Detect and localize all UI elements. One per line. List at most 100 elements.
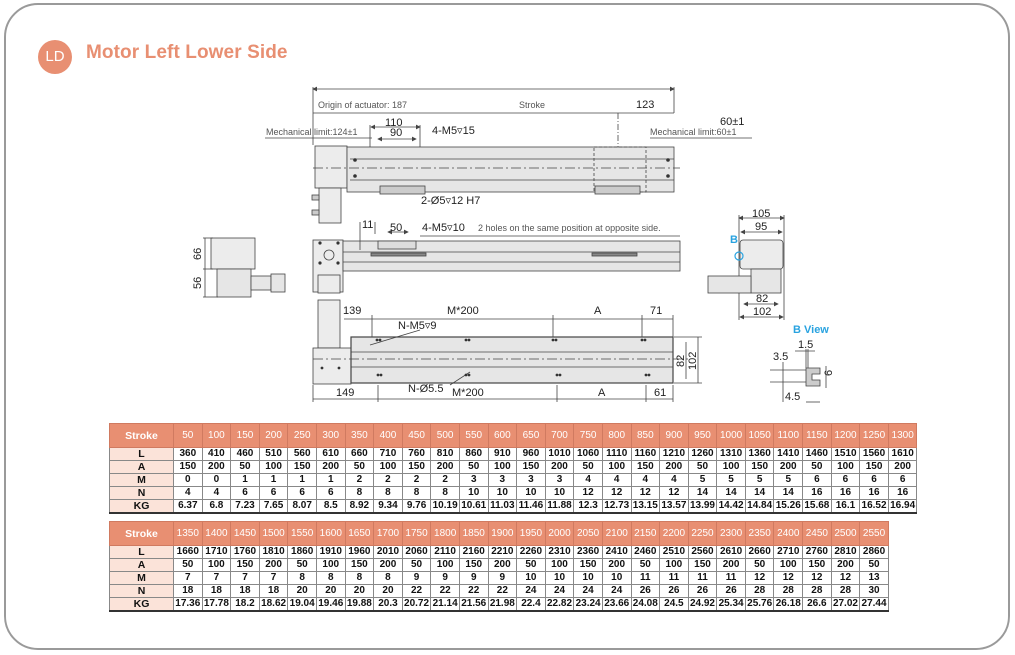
table-cell: 16	[887, 486, 918, 500]
table-cell: 50	[573, 460, 603, 474]
top-view	[265, 86, 752, 224]
table-cell: 6	[887, 473, 918, 487]
table-cell: 10	[458, 486, 489, 500]
table-cell: 9.34	[373, 499, 403, 514]
table-cell: 10	[544, 486, 575, 500]
table-cell: 12	[744, 571, 775, 585]
table-cell: 26.6	[802, 597, 832, 612]
stroke-header-cell: 800	[601, 423, 632, 448]
table-cell: 1	[315, 473, 346, 487]
table-cell: 12	[573, 486, 603, 500]
table-cell: 200	[773, 460, 804, 474]
stroke-header-cell: 2500	[830, 521, 861, 546]
table-cell: 4	[573, 473, 603, 487]
table-cell: 22	[401, 584, 432, 598]
table-cell: 100	[773, 558, 804, 572]
b-marker: B	[730, 234, 738, 246]
table-cell: 150	[516, 460, 546, 474]
table-cell: 960	[516, 447, 546, 461]
origin-label: Origin of actuator: 187	[318, 100, 407, 110]
table-cell: 8	[373, 571, 403, 585]
table-cell: 2510	[659, 545, 689, 559]
stroke-header-cell: 350	[344, 423, 375, 448]
callout-nm5-9: N-M5▿9	[398, 320, 437, 332]
table-cell: 2010	[373, 545, 403, 559]
table-cell: 8.5	[315, 499, 346, 514]
table-cell: 12	[601, 486, 632, 500]
dim-a-top: A	[594, 305, 602, 317]
stroke-header-cell: 2200	[659, 521, 689, 546]
table-cell: 1410	[773, 447, 804, 461]
table-cell: 100	[544, 558, 575, 572]
bview-4-5: 4.5	[785, 391, 800, 403]
stroke-header-cell: 300	[315, 423, 346, 448]
table-cell: 100	[258, 460, 289, 474]
table-cell: 760	[401, 447, 432, 461]
table-cell: 24	[601, 584, 632, 598]
stroke-header-cell: 1000	[716, 423, 746, 448]
table-cell: 13.15	[630, 499, 661, 514]
table-cell: 6	[230, 486, 260, 500]
stroke-header-cell: 2150	[630, 521, 661, 546]
table-cell: 28	[744, 584, 775, 598]
table-cell: 50	[344, 460, 375, 474]
table-cell: 1760	[230, 545, 260, 559]
dim-139: 139	[343, 305, 361, 317]
table-cell: 17.36	[173, 597, 203, 612]
table-cell: 200	[601, 558, 632, 572]
table-cell: 4	[601, 473, 632, 487]
table-cell: 21.98	[487, 597, 518, 612]
table-cell: 20	[287, 584, 317, 598]
table-cell: 1310	[716, 447, 746, 461]
table-cell: 24	[544, 584, 575, 598]
table-cell: 23.66	[601, 597, 632, 612]
row-label: L	[109, 545, 174, 559]
table-cell: 1660	[173, 545, 203, 559]
table-cell: 20.3	[373, 597, 403, 612]
stroke-header-cell: 500	[430, 423, 460, 448]
table-cell: 26	[630, 584, 661, 598]
table-cell: 8	[430, 486, 460, 500]
table-cell: 9	[487, 571, 518, 585]
table-cell: 6	[315, 486, 346, 500]
table-cell: 4	[201, 486, 232, 500]
dim-90: 90	[390, 127, 402, 139]
dim-110: 110	[385, 117, 403, 129]
table-cell: 23.24	[573, 597, 603, 612]
table-cell: 22	[487, 584, 518, 598]
table-cell: 1	[230, 473, 260, 487]
dim-a-bot: A	[598, 387, 606, 399]
dim-95: 95	[755, 221, 767, 233]
table-cell: 2660	[744, 545, 775, 559]
stroke-header-cell: 2100	[601, 521, 632, 546]
stroke-label: Stroke	[519, 100, 545, 110]
stroke-header-cell: 750	[573, 423, 603, 448]
dim-149: 149	[336, 387, 354, 399]
dim-82-bot: 82	[675, 355, 687, 367]
table-cell: 9.76	[401, 499, 432, 514]
stroke-header-cell: 650	[516, 423, 546, 448]
table-cell: 2110	[430, 545, 460, 559]
table-cell: 12.3	[573, 499, 603, 514]
table-cell: 360	[173, 447, 203, 461]
table-cell: 1960	[344, 545, 375, 559]
stroke-header-cell: 850	[630, 423, 661, 448]
table-cell: 200	[258, 558, 289, 572]
dim-50: 50	[390, 222, 402, 234]
table-cell: 10.61	[458, 499, 489, 514]
dim-66: 66	[192, 248, 204, 260]
stroke-header-cell: 100	[201, 423, 232, 448]
table-cell: 2610	[716, 545, 746, 559]
table-cell: 50	[458, 460, 489, 474]
table-cell: 460	[230, 447, 260, 461]
table-cell: 2860	[859, 545, 889, 559]
table-cell: 50	[802, 460, 832, 474]
table-cell: 12	[630, 486, 661, 500]
table-cell: 50	[401, 558, 432, 572]
table-cell: 18	[230, 584, 260, 598]
table-cell: 8	[401, 486, 432, 500]
table-cell: 50	[230, 460, 260, 474]
table-cell: 18.2	[230, 597, 260, 612]
table-cell: 13.99	[687, 499, 718, 514]
